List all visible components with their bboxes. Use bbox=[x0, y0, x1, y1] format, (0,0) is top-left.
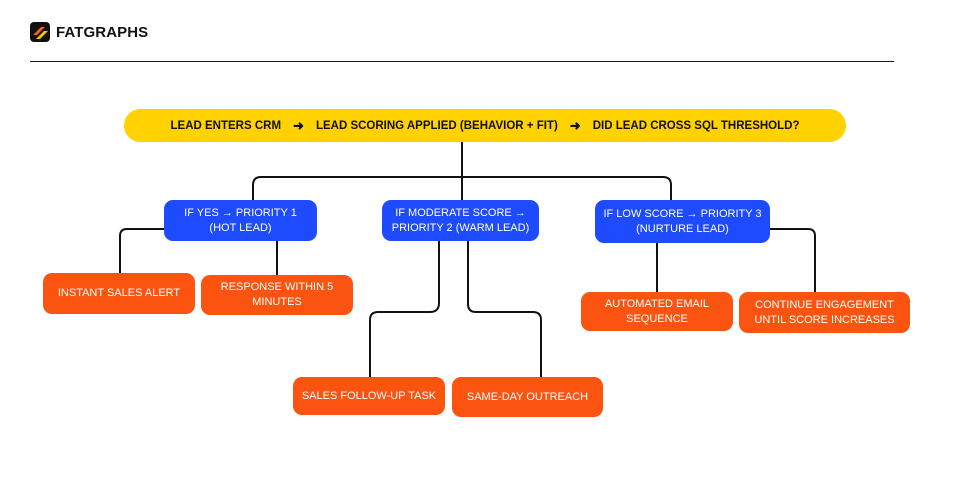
node-label-line-1: INSTANT SALES ALERT bbox=[57, 287, 181, 299]
right-arrow-icon: ➜ bbox=[293, 117, 304, 133]
action-automated-email-sequence: AUTOMATED EMAIL SEQUENCE bbox=[581, 292, 733, 331]
priority-1-hot-lead-node: IF YES → PRIORITY 1 (HOT LEAD) bbox=[164, 200, 317, 241]
node-label-line-1: IF LOW SCORE → PRIORITY 3 bbox=[603, 207, 762, 220]
node-label-line-1: RESPONSE WITHIN 5 bbox=[220, 281, 334, 293]
node-label-line-1: SAME-DAY OUTREACH bbox=[466, 390, 589, 403]
action-same-day-outreach: SAME-DAY OUTREACH bbox=[452, 377, 603, 417]
node-label-line-2: PRIORITY 2 (WARM LEAD) bbox=[391, 221, 530, 234]
action-continue-engagement: CONTINUE ENGAGEMENT UNTIL SCORE INCREASE… bbox=[739, 292, 910, 333]
node-label-line-2: UNTIL SCORE INCREASES bbox=[754, 313, 895, 326]
node-label-line-1: SALES FOLLOW-UP TASK bbox=[301, 389, 437, 402]
node-label-line-2: (NURTURE LEAD) bbox=[636, 222, 729, 235]
action-instant-sales-alert: INSTANT SALES ALERT bbox=[43, 273, 195, 314]
brand-header: FATGRAPHS bbox=[30, 22, 148, 42]
node-label-line-2: (HOT LEAD) bbox=[209, 221, 272, 234]
action-sales-follow-up-task: SALES FOLLOW-UP TASK bbox=[293, 377, 445, 415]
flow-step-sql-threshold-question: DID LEAD CROSS SQL THRESHOLD? bbox=[592, 119, 800, 132]
connector-priority-2-to-actions bbox=[369, 241, 542, 377]
node-label-line-1: CONTINUE ENGAGEMENT bbox=[755, 298, 894, 311]
lead-flow-banner: LEAD ENTERS CRM ➜ LEAD SCORING APPLIED (… bbox=[124, 109, 846, 142]
flow-step-lead-enters-crm: LEAD ENTERS CRM bbox=[170, 119, 282, 132]
node-label-line-1: IF MODERATE SCORE → bbox=[395, 206, 526, 219]
action-response-within-5-minutes: RESPONSE WITHIN 5 MINUTES bbox=[201, 275, 353, 315]
node-label-line-2: SEQUENCE bbox=[626, 312, 688, 325]
priority-2-warm-lead-node: IF MODERATE SCORE → PRIORITY 2 (WARM LEA… bbox=[382, 200, 539, 241]
flow-step-lead-scoring: LEAD SCORING APPLIED (BEHAVIOR + FIT) bbox=[315, 119, 558, 132]
priority-3-nurture-lead-node: IF LOW SCORE → PRIORITY 3 (NURTURE LEAD) bbox=[595, 200, 770, 243]
header-divider bbox=[30, 61, 894, 62]
connector-banner-to-priorities bbox=[252, 142, 672, 200]
node-label-line-1: AUTOMATED EMAIL bbox=[604, 297, 710, 310]
node-label-line-1: IF YES → PRIORITY 1 bbox=[184, 206, 297, 219]
right-arrow-icon: ➜ bbox=[569, 117, 581, 133]
fatgraphs-logo-icon bbox=[30, 22, 50, 42]
node-label-line-2: MINUTES bbox=[252, 296, 302, 308]
brand-name: FATGRAPHS bbox=[56, 23, 149, 41]
